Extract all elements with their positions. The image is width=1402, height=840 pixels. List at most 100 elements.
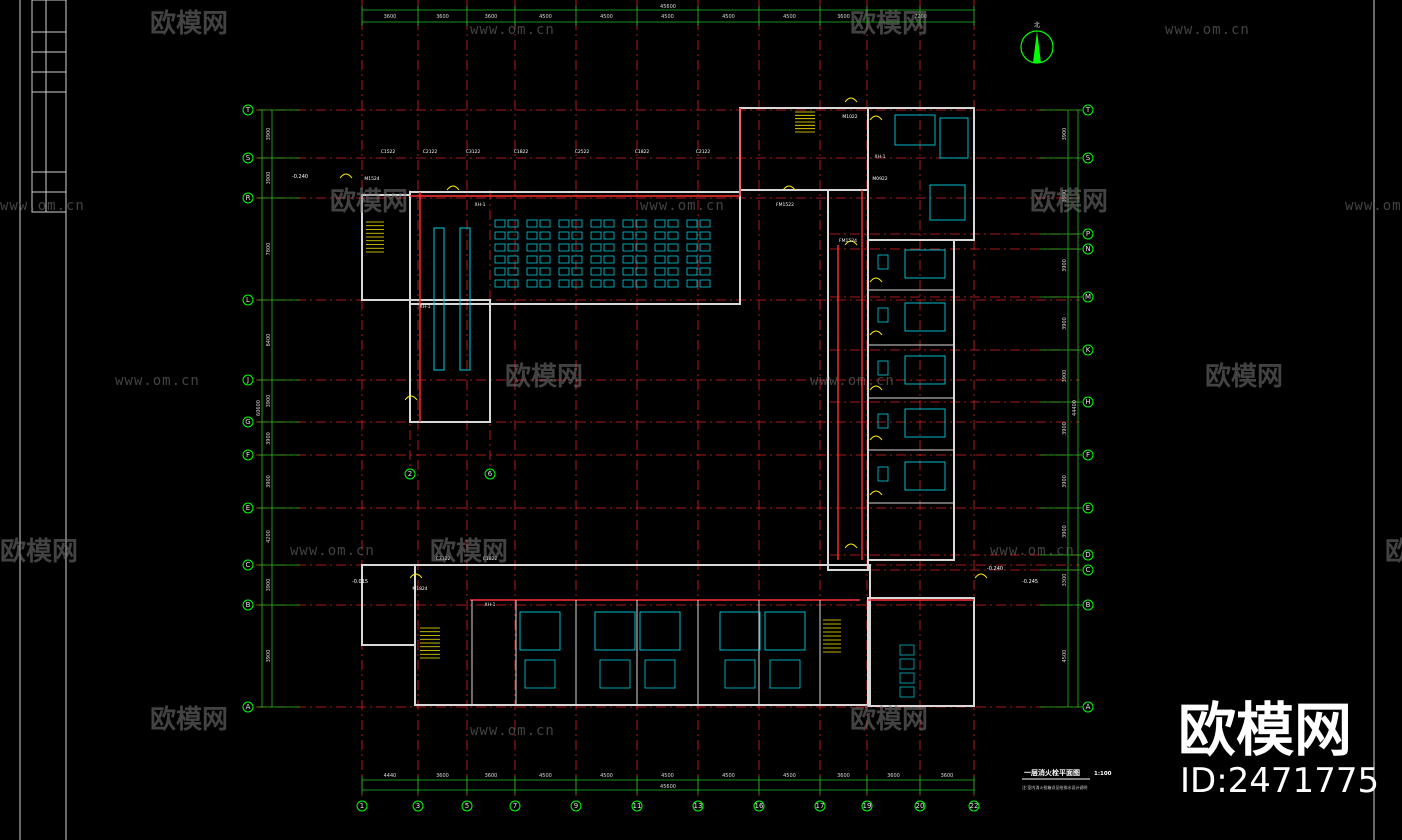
watermark-text: 欧模网 [850, 704, 928, 735]
desk-icon [686, 219, 698, 228]
level-label: -0.015 [352, 579, 368, 585]
dimension-text-top: 4500 [600, 14, 613, 20]
axis-bubble-left-circle [242, 374, 254, 386]
desk-icon [635, 219, 647, 228]
brand-block: 欧模网 ID:2471775 [1178, 696, 1379, 801]
desk-icon [667, 255, 679, 264]
axis-bubble-right-circle [1082, 599, 1094, 611]
axis-bubble-bottom-circle [356, 800, 368, 812]
door-swing-icon [782, 185, 796, 191]
desk-icon [539, 231, 551, 240]
fire-hydrant-label: XH-1 [420, 304, 431, 310]
desk-icon [558, 267, 570, 276]
desk-icon [590, 267, 602, 276]
desk-icon [571, 231, 583, 240]
desk-icon [654, 267, 666, 276]
door-swing-icon [446, 185, 460, 191]
desk-icon [558, 279, 570, 288]
dimension-text-left: 4200 [266, 530, 272, 543]
desk-icon [654, 255, 666, 264]
desk-icon [603, 231, 615, 240]
dimension-text-bottom: 4500 [722, 773, 735, 779]
door-swing-icon [869, 330, 883, 336]
axis-bubble-right: D [1085, 551, 1090, 559]
dimension-text-bottom: 4500 [783, 773, 796, 779]
level-label: -0.240 [292, 174, 308, 180]
desk-icon [654, 231, 666, 240]
desk-icon [526, 219, 538, 228]
axis-bubble-right-circle [1082, 291, 1094, 303]
window-label: C2122 [423, 149, 438, 155]
desk-icon [507, 267, 519, 276]
toilet-icon [877, 360, 889, 376]
dimension-text-right: 3900 [1062, 422, 1068, 435]
toilet-icon [877, 413, 889, 429]
axis-bubble-mid-circle [484, 468, 496, 480]
axis-bubble-right-circle [1082, 104, 1094, 116]
dimension-text-bottom: 3600 [837, 773, 850, 779]
desk-icon [622, 279, 634, 288]
door-swing-icon [844, 240, 858, 246]
desk-icon [507, 243, 519, 252]
axis-bubble-left: S [246, 154, 251, 162]
axis-bubble-bottom-circle [753, 800, 765, 812]
toilet-icon [877, 466, 889, 482]
dimension-text-right: 3900 [1062, 317, 1068, 330]
axis-bubble-right: N [1085, 245, 1090, 253]
desk-icon [603, 243, 615, 252]
toilet-icon [899, 658, 915, 670]
axis-bubble-bottom-circle [968, 800, 980, 812]
desk-icon [590, 219, 602, 228]
axis-bubble-bottom-circle [570, 800, 582, 812]
door-label: M1824 [412, 586, 427, 592]
escalator-icon [433, 227, 445, 371]
axis-bubble-bottom: 22 [970, 802, 979, 810]
desk-icon [494, 243, 506, 252]
watermark-text: 欧模网 [850, 8, 928, 39]
axis-bubble-right: M [1085, 293, 1091, 301]
desk-icon [558, 231, 570, 240]
watermark-text: 欧模网 [1385, 536, 1402, 567]
window-label: C2522 [575, 149, 590, 155]
office-desk-icon [894, 114, 936, 146]
desk-icon [494, 267, 506, 276]
desk-icon [667, 267, 679, 276]
axis-bubble-right-circle [1082, 701, 1094, 713]
desk-icon [539, 279, 551, 288]
desk-icon [494, 219, 506, 228]
fire-hydrant-label: XH-1 [475, 202, 486, 208]
desk-icon [590, 279, 602, 288]
dimension-text-left: 3900 [266, 475, 272, 488]
axis-bubble-left: B [246, 601, 251, 609]
drawing-title: 一层消火栓平面图 [1024, 768, 1080, 777]
desk-icon [635, 255, 647, 264]
dimension-text-bottom: 4500 [661, 773, 674, 779]
dimension-text-bottom: 3600 [485, 773, 498, 779]
door-swing-icon [844, 97, 858, 103]
desk-icon [526, 279, 538, 288]
table-group-icon [904, 355, 946, 385]
axis-bubble-right-circle [1082, 449, 1094, 461]
dimension-text-left: 3900 [266, 579, 272, 592]
workstation-icon [764, 611, 806, 651]
wall-outline [867, 239, 955, 561]
desk-icon [699, 279, 711, 288]
dimension-text-top: 7200 [914, 14, 927, 20]
dimension-text-bottom: 3600 [887, 773, 900, 779]
dimension-text-top: 3600 [485, 14, 498, 20]
desk-icon [526, 267, 538, 276]
desk-icon [507, 255, 519, 264]
dimension-text-right: 3300 [1062, 574, 1068, 587]
watermark-text: 欧模网 [150, 8, 228, 39]
watermark-text: 欧模网 [430, 536, 508, 567]
desk-icon [686, 279, 698, 288]
doors [339, 97, 988, 579]
dimension-text-top: 4500 [722, 14, 735, 20]
axis-bubble-left: J [246, 376, 249, 384]
desk-icon [622, 231, 634, 240]
wall-outline [361, 194, 411, 301]
axis-bubble-left-circle [242, 701, 254, 713]
axis-bubble-bottom-circle [461, 800, 473, 812]
meeting-table-icon [644, 659, 676, 689]
